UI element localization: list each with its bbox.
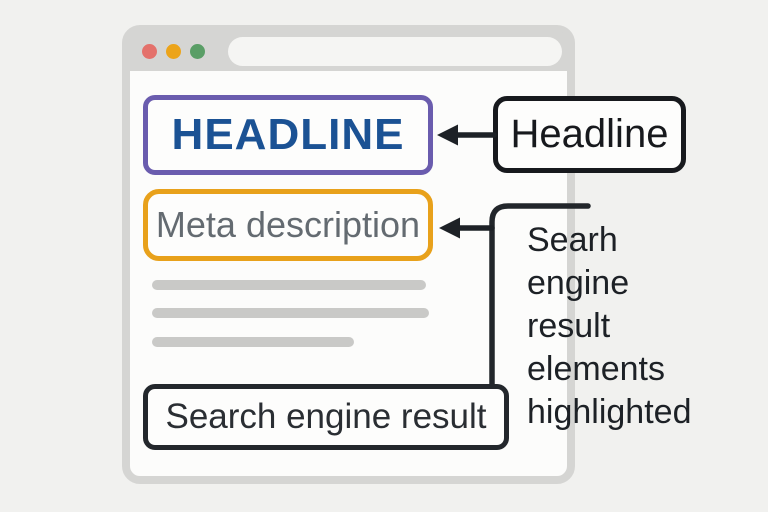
placeholder-line [152,308,429,318]
headline-annotation-text: Headline [510,112,669,156]
headline-text: HEADLINE [171,110,405,159]
traffic-light-close-icon [142,44,157,59]
caption-text: Searh engine result elements highlighted [527,221,692,431]
meta-description-box: Meta description [143,189,433,261]
traffic-light-zoom-icon [190,44,205,59]
meta-description-text: Meta description [155,204,421,245]
browser-titlebar [129,32,568,71]
traffic-light-minimize-icon [166,44,181,59]
search-result-text: Search engine result [165,397,487,436]
placeholder-line [152,280,426,290]
placeholder-line [152,337,354,347]
search-result-box: Search engine result [143,384,509,450]
headline-box: HEADLINE [143,95,433,175]
headline-annotation-label: Headline [493,96,686,173]
address-bar [228,37,562,66]
